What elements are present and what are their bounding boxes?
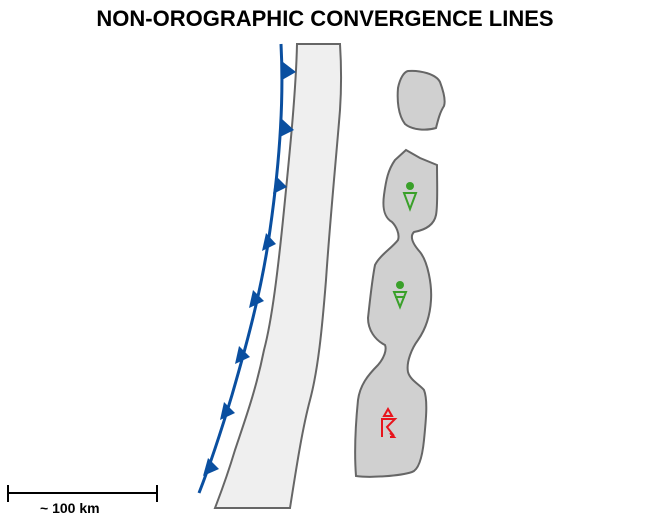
scale-bar-label: ~ 100 km xyxy=(40,500,100,516)
rain-shower-symbol xyxy=(402,182,418,212)
small-hail-shower-symbol xyxy=(392,281,408,310)
front-triangle xyxy=(273,176,287,194)
front-triangle xyxy=(235,346,250,364)
scale-bar xyxy=(7,485,158,502)
front-triangle xyxy=(282,62,296,80)
front-triangles xyxy=(203,62,296,476)
convergence-band xyxy=(213,43,343,509)
convective-cell-line xyxy=(354,148,439,478)
front-triangle xyxy=(249,290,264,308)
front-triangle xyxy=(280,119,294,137)
front-triangle xyxy=(220,402,235,420)
thunderstorm-with-hail-symbol xyxy=(381,406,398,438)
front-triangle xyxy=(262,233,276,251)
convective-cell-north xyxy=(396,69,446,131)
front-triangle xyxy=(203,458,219,476)
diagram-title: NON-OROGRAPHIC CONVERGENCE LINES xyxy=(96,6,554,31)
